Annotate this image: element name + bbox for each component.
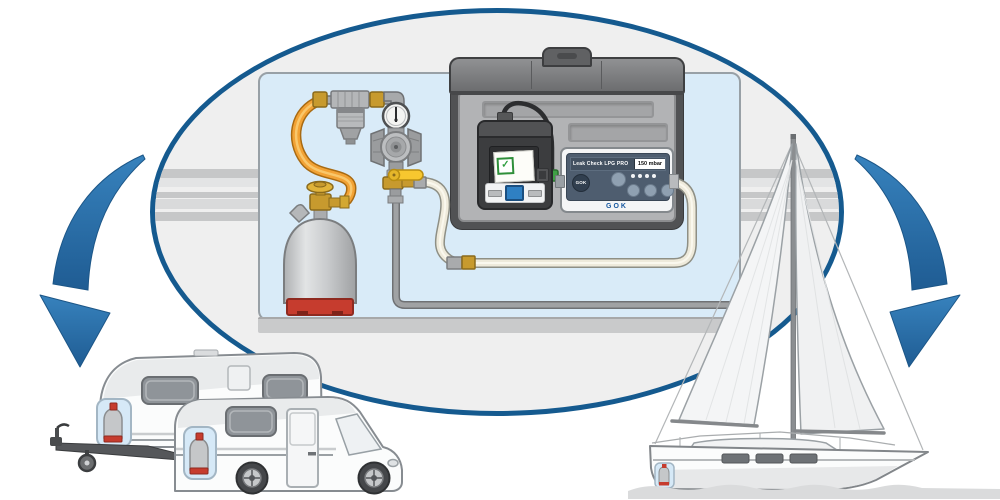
case-recess — [568, 123, 668, 142]
valve-lever — [391, 169, 424, 181]
test-hose — [419, 176, 697, 270]
board-shelf — [258, 317, 741, 333]
sailboat — [628, 134, 1000, 499]
device-left-port — [555, 175, 565, 188]
boat-window — [755, 453, 784, 464]
windshield — [335, 413, 383, 456]
lid-seam — [531, 61, 532, 89]
gas-cylinder — [283, 180, 357, 316]
wheel — [235, 461, 269, 495]
start-button — [611, 172, 626, 187]
jib-sail — [670, 143, 793, 428]
range-badge: 150 mbar — [634, 159, 665, 169]
status-leds — [631, 174, 656, 178]
boat-window — [721, 453, 750, 464]
printer-button — [487, 189, 502, 197]
boat-window — [789, 453, 818, 464]
device-button — [627, 184, 640, 197]
test-valve — [382, 168, 427, 204]
gok-logo: GOK — [572, 174, 590, 192]
gas-filter — [312, 90, 405, 145]
wheel — [357, 461, 391, 495]
motorhome — [174, 396, 403, 495]
gas-compartment — [183, 426, 217, 480]
leak-check-device: Leak Check LPG PRO 150 mbar GOK GOK — [555, 147, 679, 213]
main-sail — [793, 143, 886, 435]
cylinder-valve — [306, 180, 350, 211]
headlight — [387, 458, 399, 468]
device-panel: Leak Check LPG PRO 150 mbar GOK — [566, 153, 674, 201]
orange-hose — [290, 95, 357, 206]
printer-paper-slot: ✓ — [489, 146, 539, 186]
printer-feed-button — [505, 185, 525, 201]
pressure-regulator — [370, 127, 422, 178]
motorhome-door — [286, 408, 319, 488]
gas-compartment — [654, 462, 675, 489]
right-arrow-icon — [854, 154, 961, 368]
motorhome-window — [225, 406, 277, 437]
printer-side-button — [536, 168, 549, 182]
printer-controls — [485, 183, 545, 203]
device-buttons — [627, 184, 674, 197]
mast — [790, 137, 796, 444]
case-lid — [449, 47, 685, 95]
printer-body: ✓ — [477, 120, 553, 210]
lid-seam — [601, 61, 602, 89]
water-shadow — [628, 484, 1000, 499]
handle-notch — [557, 53, 577, 59]
case-handle — [542, 47, 592, 67]
left-arrow-icon — [39, 154, 146, 368]
device-button — [644, 184, 657, 197]
hose-coupling-brass — [461, 255, 476, 270]
gas-pipe — [392, 200, 735, 309]
printer-button — [528, 189, 543, 197]
device-brand: GOK — [606, 203, 628, 210]
device-header: Leak Check LPG PRO 150 mbar — [570, 157, 666, 171]
tow-hitch — [50, 423, 181, 473]
device-right-port — [669, 174, 679, 189]
device-title: Leak Check LPG PRO — [573, 161, 629, 167]
receipt-printer: ✓ — [477, 112, 553, 210]
printer-lid — [479, 122, 551, 138]
caravan-window — [141, 376, 199, 405]
gas-compartment — [96, 398, 132, 448]
lifeline — [651, 431, 896, 446]
